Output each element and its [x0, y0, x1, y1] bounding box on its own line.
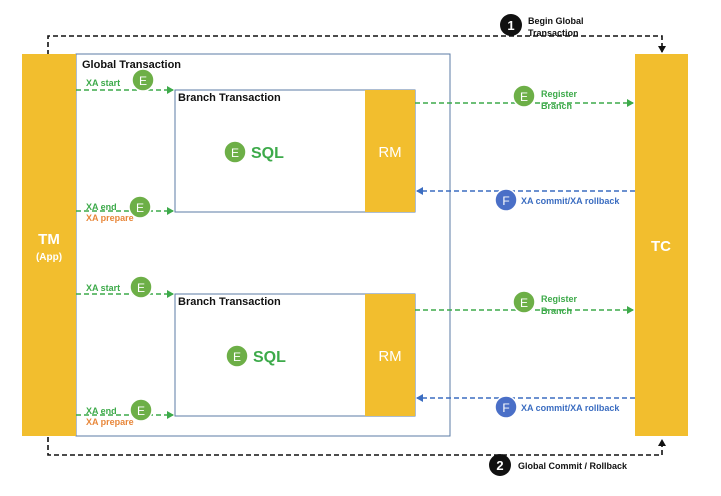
branch-2-xa-start-label: XA start	[86, 283, 120, 293]
branch-1-end-badge-letter: E	[136, 201, 144, 215]
branch-1-rm-label: RM	[378, 144, 401, 161]
branch-1-sql-badge-letter: E	[231, 146, 239, 160]
branch-2-register-badge	[512, 290, 536, 314]
begin-global-badge-number: 1	[507, 18, 514, 33]
tc-block	[635, 54, 688, 436]
branch-2-start-badge	[129, 275, 153, 299]
branch-2-register-label-2: Branch	[541, 306, 572, 316]
branch-1-register-label-2: Branch	[541, 101, 572, 111]
branch-2-commit-label: XA commit/XA rollback	[521, 403, 620, 413]
branch-1-sql-label: SQL	[251, 145, 284, 162]
begin-global-label-1: Begin Global	[528, 16, 584, 26]
global-commit-label: Global Commit / Rollback	[518, 461, 628, 471]
tm-block	[22, 54, 76, 436]
branch-2-sql-label: SQL	[253, 349, 286, 366]
branch-2-commit-badge	[494, 395, 518, 419]
branch-1-end-badge	[128, 195, 152, 219]
branch-2-end-badge	[129, 398, 153, 422]
global-transaction-label: Global Transaction	[82, 59, 181, 71]
begin-global-label-2: Transaction	[528, 28, 579, 38]
tm-title: TM	[38, 231, 60, 248]
branch-2-register-badge-letter: E	[520, 296, 528, 310]
branch-2-sql-badge-letter: E	[233, 350, 241, 364]
branch-1-commit-label: XA commit/XA rollback	[521, 196, 620, 206]
branch-1: Branch Transaction RM E SQL XA start E X…	[76, 68, 635, 223]
branch-2-xa-end-label: XA end	[86, 406, 117, 416]
branch-1-title: Branch Transaction	[178, 92, 281, 104]
global-commit-badge: 2	[489, 454, 511, 476]
branch-2-xa-prepare-label: XA prepare	[86, 417, 134, 427]
branch-2-rm	[365, 294, 415, 416]
branch-1-start-badge-letter: E	[139, 74, 147, 88]
branch-1-xa-start-label: XA start	[86, 78, 120, 88]
branch-2-end-badge-letter: E	[137, 404, 145, 418]
global-commit-rollback-arrow	[47, 437, 666, 456]
branch-2: Branch Transaction RM E SQL XA start E X…	[76, 275, 635, 427]
branch-1-register-badge	[512, 84, 536, 108]
branch-1-sql-badge	[223, 140, 247, 164]
branch-2-sql-badge	[225, 344, 249, 368]
tc-title: TC	[651, 238, 671, 255]
global-commit-badge-number: 2	[496, 458, 503, 473]
branch-1-commit-badge	[494, 188, 518, 212]
branch-2-start-badge-letter: E	[137, 281, 145, 295]
branch-1-start-badge	[131, 68, 155, 92]
tm-subtitle: (App)	[36, 252, 62, 263]
begin-global-transaction-arrow	[47, 35, 666, 55]
branch-2-commit-badge-letter: F	[502, 401, 509, 415]
branch-1-register-badge-letter: E	[520, 90, 528, 104]
branch-1-register-label-1: Register	[541, 89, 578, 99]
branch-2-rm-label: RM	[378, 348, 401, 365]
branch-2-register-label-1: Register	[541, 294, 578, 304]
begin-global-badge: 1	[500, 14, 522, 36]
branch-1-xa-end-label: XA end	[86, 202, 117, 212]
branch-2-title: Branch Transaction	[178, 296, 281, 308]
branch-1-rm	[365, 90, 415, 212]
branch-1-commit-badge-letter: F	[502, 194, 509, 208]
branch-1-xa-prepare-label: XA prepare	[86, 213, 134, 223]
